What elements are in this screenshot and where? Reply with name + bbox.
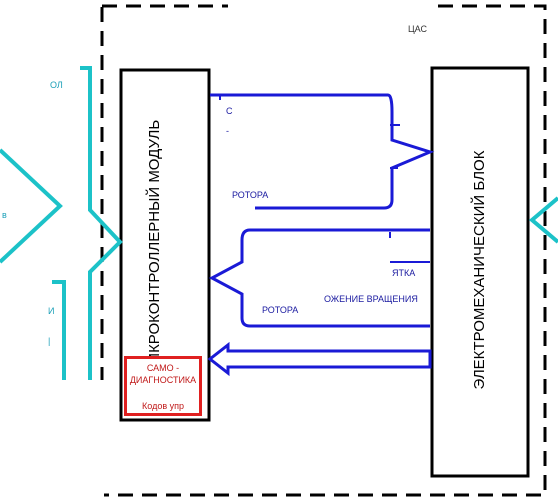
upper-signal-ticks xyxy=(219,95,400,169)
left-fragment-lower2: | xyxy=(48,336,51,346)
signal-fragment-dash: - xyxy=(226,126,229,136)
left-input-brace xyxy=(80,66,123,380)
rotor-lower-label: РОТОРА xyxy=(262,305,299,315)
upper-signal-brace xyxy=(210,93,435,210)
self-diagnostics-line2: ДИАГНОСТИКА xyxy=(129,375,197,385)
left-input-chevron xyxy=(0,148,63,264)
electromechanical-block-label: ЭЛЕКТРОМЕХАНИЧЕСКИЙ БЛОК xyxy=(471,150,488,390)
rotor-state-label: ОЖЕНИЕ ВРАЩЕНИЯ xyxy=(324,294,418,304)
self-diagnostics-line1: САМО - xyxy=(146,363,180,373)
rotor-upper-label: РОТОРА xyxy=(232,190,269,200)
rotor-mid-label: ЯТКА xyxy=(392,268,416,278)
lower-blue-mask xyxy=(252,236,384,290)
power-label: Uпит.мкм=5В xyxy=(292,354,347,364)
left-fragment-top: ОЛ xyxy=(50,80,63,90)
upper-blue-mask xyxy=(215,102,385,186)
left-bottom-mask xyxy=(0,380,104,503)
right-input-chevron xyxy=(528,196,558,244)
power-arrow xyxy=(207,341,432,377)
frame-label: ЦАС xyxy=(408,24,427,34)
left-input-brace-lower xyxy=(52,280,66,380)
frame-title-gap xyxy=(228,0,430,36)
electromechanical-block-box xyxy=(430,66,530,478)
lower-signal-ticks xyxy=(389,232,430,263)
self-diagnostics-box: САМО - ДИАГНОСТИКА Кодов упр xyxy=(124,356,202,416)
left-fragment-mid: в xyxy=(2,210,7,220)
signal-fragment-c: С xyxy=(226,106,233,116)
lower-signal-brace xyxy=(208,228,430,328)
left-fragment-lower1: И xyxy=(48,306,55,316)
self-diagnostics-line3: Кодов упр xyxy=(142,401,184,411)
